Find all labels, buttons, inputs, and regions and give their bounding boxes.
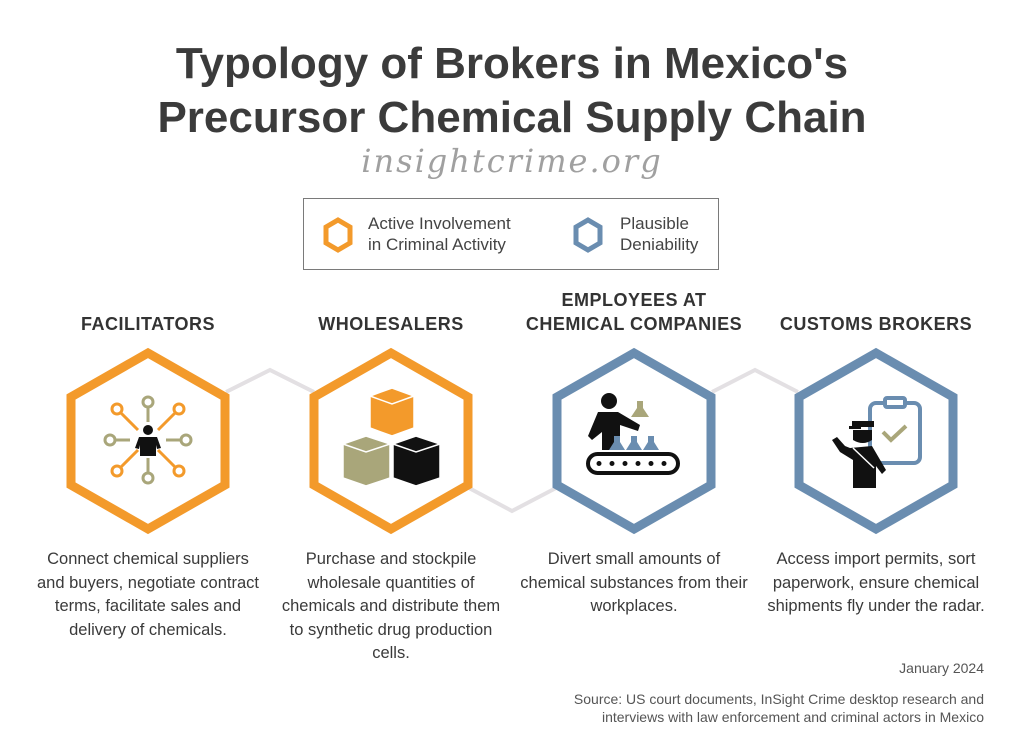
heading-facilitators: FACILITATORS <box>81 314 215 334</box>
legend-plausible-line1: Plausible <box>620 214 689 233</box>
boxes-icon <box>342 387 441 487</box>
connector-3-4 <box>711 367 799 394</box>
description-customs-brokers: Access import permits, sort paperwork, e… <box>767 550 985 615</box>
source-line-2: interviews with law enforcement and crim… <box>601 709 984 725</box>
heading-wholesalers: WHOLESALERS <box>318 314 464 334</box>
heading-employees: EMPLOYEES AT CHEMICAL COMPANIES <box>525 290 743 334</box>
title-line-1: Typology of Brokers in Mexico's <box>175 39 849 88</box>
customs-officer-icon <box>832 396 922 488</box>
connector-2-3 <box>468 486 557 514</box>
source-line-1: Source: US court documents, InSight Crim… <box>573 691 984 707</box>
title-line-2: Precursor Chemical Supply Chain <box>157 93 867 142</box>
source-note: Source: US court documents, InSight Crim… <box>574 690 984 726</box>
legend-plausible: Plausible Deniability <box>620 213 698 255</box>
connector-1-2 <box>225 367 315 394</box>
legend: Active Involvement in Criminal Activity … <box>303 198 719 270</box>
legend-active-line1: Active Involvement <box>368 214 511 233</box>
heading-customs-brokers: CUSTOMS BROKERS <box>779 314 973 334</box>
network-person-icon <box>103 395 193 485</box>
legend-active-line2: in Criminal Activity <box>368 235 506 254</box>
hexagon-wholesalers <box>309 347 473 535</box>
description-employees: Divert small amounts of chemical substan… <box>520 550 748 615</box>
site-watermark: insightcrime.org <box>361 142 663 180</box>
description-wholesalers: Purchase and stockpile wholesale quantit… <box>281 550 501 662</box>
orange-hexagon-icon <box>323 217 353 253</box>
date: January 2024 <box>899 660 984 676</box>
hexagon-customs <box>794 347 958 535</box>
blue-hexagon-icon <box>573 217 603 253</box>
legend-active: Active Involvement in Criminal Activity <box>368 213 511 255</box>
connectors <box>225 367 799 514</box>
conveyor-worker-icon <box>586 393 680 475</box>
legend-plausible-line2: Deniability <box>620 235 699 254</box>
description-facilitators: Connect chemical suppliers and buyers, n… <box>37 550 259 639</box>
